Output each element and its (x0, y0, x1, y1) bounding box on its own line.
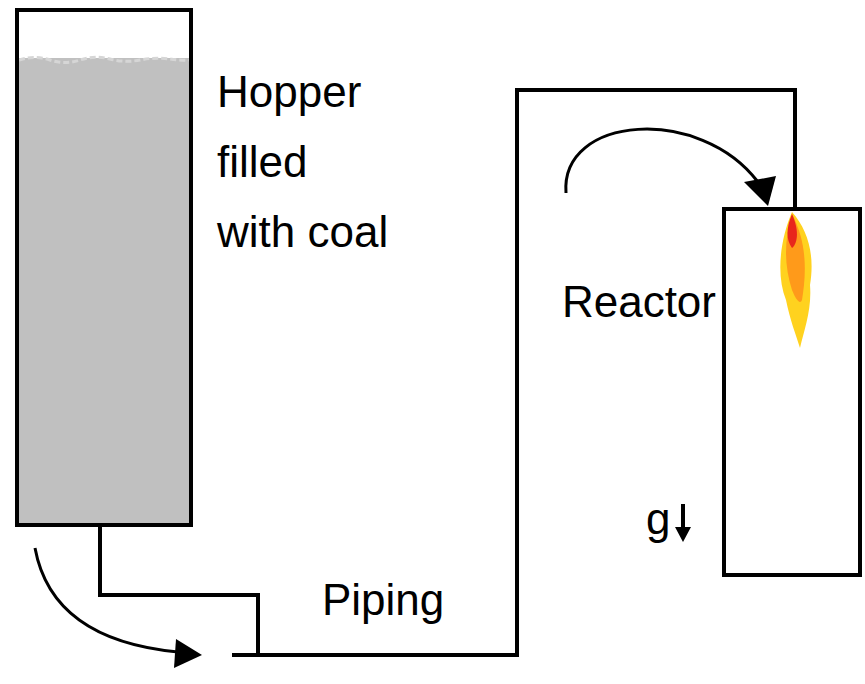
gravity-arrow (681, 504, 685, 530)
reactor-box: Reactor (722, 207, 862, 577)
part-label: Reactor (562, 277, 716, 327)
arrow-head (675, 527, 691, 542)
hopper-box: Hopper filled with coal (15, 8, 193, 527)
pipe-label: Piping (322, 575, 444, 625)
flow-arrow (35, 548, 178, 652)
flow-arrow (566, 129, 758, 193)
flame-core (788, 214, 797, 248)
part-label: Hopper filled with coal (217, 57, 397, 267)
gravity-label: g (646, 494, 670, 544)
coal-fill (19, 58, 189, 524)
flame-middle (786, 214, 805, 302)
arrow-head (744, 176, 776, 206)
arrow-head (174, 639, 202, 668)
coal-surface (19, 57, 189, 62)
pipe-wall (100, 90, 795, 655)
flame-outer (780, 212, 811, 348)
flame (780, 212, 811, 348)
